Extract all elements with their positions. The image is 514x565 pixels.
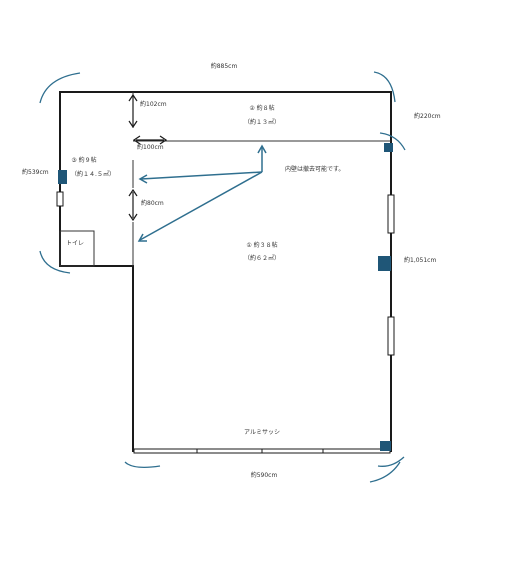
dim-bottom-width: 約590cm [250,472,278,479]
dim-right-upper: 約220cm [414,113,441,120]
arc-bottom-right [377,456,405,467]
arc-top-left [39,72,81,104]
room3-name: ③ 約９帖 [71,157,97,164]
dim-gap-lower: 約80cm [141,200,164,207]
double-arrow-icon [128,93,138,129]
arc-right-upper [379,132,406,151]
pillar-left [58,170,67,184]
pillars [58,143,393,451]
room2-area: （約１３㎡） [243,119,281,126]
main-room-name: ① 約３８帖 [246,242,278,249]
room3-area: （約１４.５㎡） [71,171,115,178]
toilet-room [59,230,95,267]
dim-left-height: 約539cm [22,169,49,176]
arrowhead-icon [138,174,148,184]
window-left [56,191,64,207]
pillar-right-mid [378,256,391,271]
corner-arcs [39,71,406,483]
arrowhead-icon [137,233,147,242]
arc-bottom-mid [369,461,401,483]
walls [59,91,392,452]
windows [56,191,395,454]
dim-gap-horizontal: 約100cm [137,144,164,151]
window-right-lower [387,316,395,356]
arc-top-right [373,71,396,103]
partitions [59,92,391,267]
sash-label: アルミサッシ [244,429,280,436]
window-right-upper [387,194,395,234]
room2-name: ② 約８帖 [249,105,275,112]
pointer-arrows [137,144,267,242]
dimension-arrows [128,93,168,222]
pillar-right-top [384,143,393,152]
dim-top-width: 約885cm [210,63,238,70]
arrowhead-icon [257,144,267,154]
pointer-line-left [140,171,263,180]
pointer-line-diag [139,171,263,241]
arc-bottom-left [124,461,161,468]
dim-gap-top: 約102cm [140,101,167,108]
main-room-area: （約６２㎡） [243,255,281,262]
double-arrow-icon [128,188,138,222]
partition-note: 内壁は撤去可能です。 [285,166,345,173]
dim-right-main: 約1,051cm [404,257,437,264]
toilet-label: トイレ [66,240,85,247]
pillar-right-bottom [380,441,391,451]
double-arrow-icon [132,135,168,145]
arc-left-step [39,250,71,274]
